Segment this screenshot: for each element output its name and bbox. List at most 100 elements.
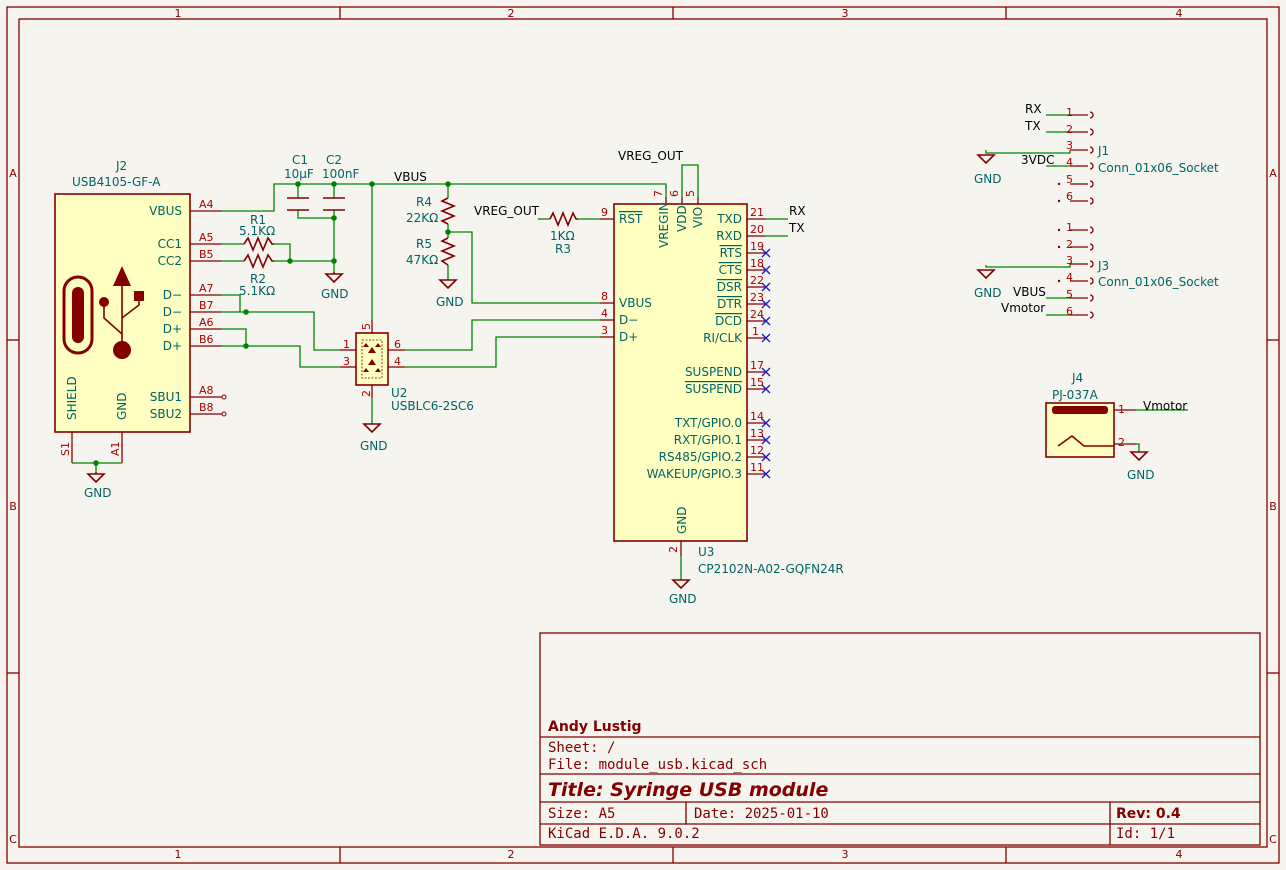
u3-pin-name: VBUS (619, 296, 652, 310)
u2-pin-num: 3 (343, 355, 350, 368)
u3-pin-num: 3 (601, 324, 608, 337)
junctions (93, 181, 451, 466)
u2-pin-num: 1 (343, 338, 350, 351)
svg-text:1: 1 (1118, 403, 1125, 416)
j4-value: PJ-037A (1052, 388, 1099, 402)
u3-pin-name: TXT/GPIO.0 (674, 416, 742, 430)
svg-text:GND: GND (669, 592, 697, 606)
net-label-tx: TX (1024, 119, 1041, 133)
svg-text:2: 2 (1066, 123, 1073, 136)
net-label-rx: RX (1025, 102, 1042, 116)
u3-pin-name: VDD (675, 205, 689, 232)
u3-pin-name: RS485/GPIO.2 (659, 450, 742, 464)
net-label-vmotor: Vmotor (1001, 301, 1045, 315)
ground-icon: GND (321, 272, 349, 301)
svg-text:4: 4 (1066, 271, 1073, 284)
ground-icon: GND (974, 154, 1002, 186)
u3-pin-name: GND (675, 506, 689, 534)
svg-text:2: 2 (1066, 238, 1073, 251)
u3-pin-num: 4 (601, 307, 608, 320)
no-connect-markers (761, 248, 771, 479)
u3-ref: U3 (698, 545, 714, 559)
u3-pin-name: SUSPEND (685, 382, 742, 396)
svg-text:3: 3 (1066, 139, 1073, 152)
svg-text:5: 5 (1066, 288, 1073, 301)
u3-usb-uart-bridge: VREGIN VDD VIO 7 6 5 RST VBUS D− D+ 9 8 … (600, 190, 844, 580)
col-label: 4 (1176, 7, 1183, 20)
j2-pin-name: CC2 (158, 254, 182, 268)
u3-pin-num: 6 (668, 190, 681, 197)
j1-value: Conn_01x06_Socket (1098, 161, 1219, 175)
j2-pin-num: B5 (199, 248, 214, 261)
j2-pin-num: B7 (199, 299, 214, 312)
j2-pin-name: SBU1 (150, 390, 182, 404)
r1-ref: R1 (250, 213, 266, 227)
row-label: B (9, 500, 17, 513)
ground-icon: GND (974, 269, 1002, 300)
net-label-rx: RX (789, 204, 806, 218)
u3-pin-num: 2 (667, 546, 680, 553)
u3-pin-num: 21 (750, 206, 764, 219)
u3-pin-name: VREGIN (657, 202, 671, 248)
u3-pin-num: 23 (750, 291, 764, 304)
net-label-tx: TX (788, 221, 805, 235)
gnd-symbols: GND GND GND GND GND GND GND GND (84, 154, 1155, 606)
u3-pin-num: 17 (750, 359, 764, 372)
j2-pin-name: VBUS (149, 204, 182, 218)
u3-pin-name: DTR (717, 297, 742, 311)
svg-text:5: 5 (1066, 173, 1073, 186)
u3-pin-name: D+ (619, 330, 638, 344)
ground-icon: GND (84, 472, 112, 500)
u3-pin-name: DCD (715, 314, 742, 328)
j2-pin-name: D+ (163, 339, 182, 353)
j4-barrel-jack: 1 2 J4 PJ-037A (1045, 371, 1136, 458)
u3-pin-name: TXD (716, 212, 742, 226)
col-label: 2 (508, 848, 515, 861)
u3-pin-name: CTS (719, 263, 742, 277)
j3-ref: J3 (1097, 259, 1109, 273)
col-label: 1 (175, 7, 182, 20)
u3-pin-name: RXD (716, 229, 742, 243)
u3-pin-num: 7 (652, 190, 665, 197)
j2-pin-num: A4 (199, 198, 214, 211)
u2-pin-num: 4 (394, 355, 401, 368)
u3-pin-num: 24 (750, 308, 764, 321)
usb-c-icon (62, 266, 144, 359)
u2-ref: U2 (391, 386, 407, 400)
sheet-frame (6, 6, 1280, 864)
j2-pin-num: A8 (199, 384, 214, 397)
r4-ref: R4 (416, 195, 432, 209)
capacitor-c1: C1 10µF (284, 153, 314, 211)
id-text: Id: 1/1 (1116, 826, 1175, 842)
j2-pin-name: CC1 (158, 237, 182, 251)
u3-pin-num: 5 (684, 190, 697, 197)
u3-pin-name: SUSPEND (685, 365, 742, 379)
title-text: Title: Syringe USB module (548, 779, 828, 801)
row-label: C (1269, 833, 1277, 846)
j2-pin-num: A5 (199, 231, 214, 244)
j2-gnd-num: A1 (109, 441, 122, 456)
size-text: Size: A5 (548, 806, 615, 822)
svg-text:2: 2 (1118, 436, 1125, 449)
j2-pin-name: D− (163, 288, 182, 302)
resistor-r3: 1KΩ R3 (549, 210, 578, 256)
u3-pin-num: 15 (750, 376, 764, 389)
c2-ref: C2 (326, 153, 342, 167)
r3-value: 1KΩ (550, 229, 575, 243)
c1-value: 10µF (284, 167, 314, 181)
svg-text:6: 6 (1066, 190, 1073, 203)
j2-pin-num: A6 (199, 316, 214, 329)
u2-value: USBLC6-2SC6 (391, 399, 474, 413)
frame-column-labels: 1 2 3 4 1 2 3 4 A B C A B C (9, 7, 1277, 861)
svg-text:GND: GND (360, 439, 388, 453)
svg-text:GND: GND (1127, 468, 1155, 482)
file-text: File: module_usb.kicad_sch (548, 757, 767, 773)
j2-shield-label: SHIELD (65, 376, 79, 420)
j2-pin-num: B6 (199, 333, 214, 346)
net-label-3vdc: 3VDC (1021, 153, 1054, 167)
j3-value: Conn_01x06_Socket (1098, 275, 1219, 289)
svg-text:3: 3 (1066, 254, 1073, 267)
j2-pin-num: A7 (199, 282, 214, 295)
u2-pin-num: 5 (360, 323, 373, 330)
net-label-vreg-out: VREG_OUT (474, 204, 540, 218)
